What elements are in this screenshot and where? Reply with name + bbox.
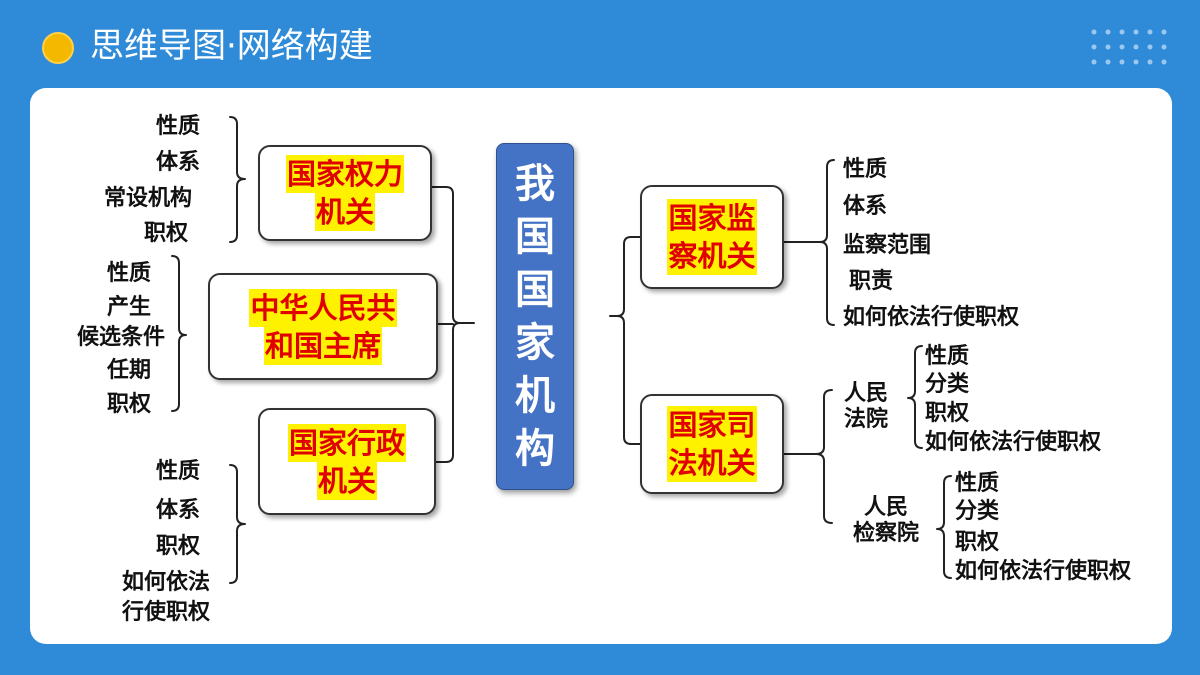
- chairman-item: 任期: [106, 358, 151, 383]
- admin-organ-item: 体系: [155, 498, 200, 523]
- power-organ-item: 性质: [155, 114, 200, 139]
- bracket-procuratorate-items: [936, 475, 952, 579]
- judicial-title-line2: 法机关: [667, 444, 757, 482]
- bracket-supervisory-items: [783, 159, 835, 326]
- procuratorate-item: 职权: [955, 530, 1000, 555]
- supervisory-organ-box[interactable]: 国家监 察机关: [640, 185, 784, 289]
- admin-organ-item: 性质: [155, 459, 200, 484]
- court-label-line1: 人民: [843, 381, 888, 406]
- header-bullet-dot: [42, 32, 74, 64]
- supervisory-item: 如何依法行使职权: [843, 305, 1020, 330]
- chairman-item: 产生: [106, 295, 151, 320]
- procuratorate-label-line1: 人民: [863, 495, 908, 520]
- decorative-dot-grid: [1091, 29, 1167, 65]
- procuratorate-label-line2: 检察院: [852, 521, 919, 546]
- supervisory-item: 性质: [843, 157, 888, 182]
- court-label-line2: 法院: [843, 407, 888, 432]
- court-item: 如何依法行使职权: [925, 430, 1102, 455]
- power-organ-item: 体系: [155, 150, 200, 175]
- power-organ-title-line2: 机关: [314, 193, 375, 231]
- chairman-title-line2: 和国主席: [263, 326, 382, 365]
- chairman-item: 职权: [106, 392, 151, 417]
- procuratorate-item: 如何依法行使职权: [955, 559, 1132, 584]
- power-organ-item: 常设机构: [103, 186, 192, 211]
- connector-center-to-right: [609, 236, 641, 445]
- chairman-box[interactable]: 中华人民共 和国主席: [208, 273, 438, 380]
- procuratorate-label: 人民 检察院: [841, 495, 931, 547]
- admin-organ-title-line1: 国家行政: [287, 423, 406, 462]
- procuratorate-item: 分类: [955, 499, 1000, 524]
- judicial-organ-box[interactable]: 国家司 法机关: [640, 394, 784, 494]
- center-title: 我国国家机构: [515, 160, 555, 472]
- center-node[interactable]: 我国国家机构: [496, 143, 574, 490]
- supervisory-item: 体系: [843, 194, 888, 219]
- admin-organ-title-line2: 机关: [316, 461, 377, 500]
- power-organ-item: 职权: [143, 221, 188, 246]
- bracket-admin-items: [229, 464, 246, 584]
- admin-organ-item: 如何依法: [121, 570, 210, 595]
- bracket-court-items: [907, 345, 923, 449]
- court-label: 人民 法院: [836, 381, 896, 433]
- power-organ-title-line1: 国家权力: [285, 155, 404, 193]
- page-title: 思维导图·网络构建: [90, 26, 373, 66]
- court-item: 分类: [925, 372, 970, 397]
- connector-left-to-center: [430, 186, 475, 463]
- admin-organ-box[interactable]: 国家行政 机关: [258, 408, 436, 515]
- procuratorate-item: 性质: [955, 471, 1000, 496]
- admin-organ-item: 行使职权: [121, 600, 210, 625]
- chairman-item: 候选条件: [76, 325, 165, 350]
- supervisory-item: 职责: [849, 269, 894, 294]
- judicial-title-line1: 国家司: [667, 406, 757, 444]
- chairman-title-line1: 中华人民共: [249, 288, 397, 327]
- supervisory-item: 监察范围: [843, 233, 932, 258]
- admin-organ-item: 职权: [155, 534, 200, 559]
- court-item: 性质: [925, 344, 970, 369]
- power-organ-box[interactable]: 国家权力 机关: [258, 145, 432, 241]
- bracket-judicial-branches: [783, 389, 833, 524]
- supervisory-title-line1: 国家监: [667, 199, 757, 237]
- court-item: 职权: [925, 401, 970, 426]
- chairman-item: 性质: [106, 261, 151, 286]
- bracket-power-items: [229, 116, 246, 243]
- supervisory-title-line2: 察机关: [667, 237, 757, 275]
- bracket-chairman-items: [171, 255, 187, 412]
